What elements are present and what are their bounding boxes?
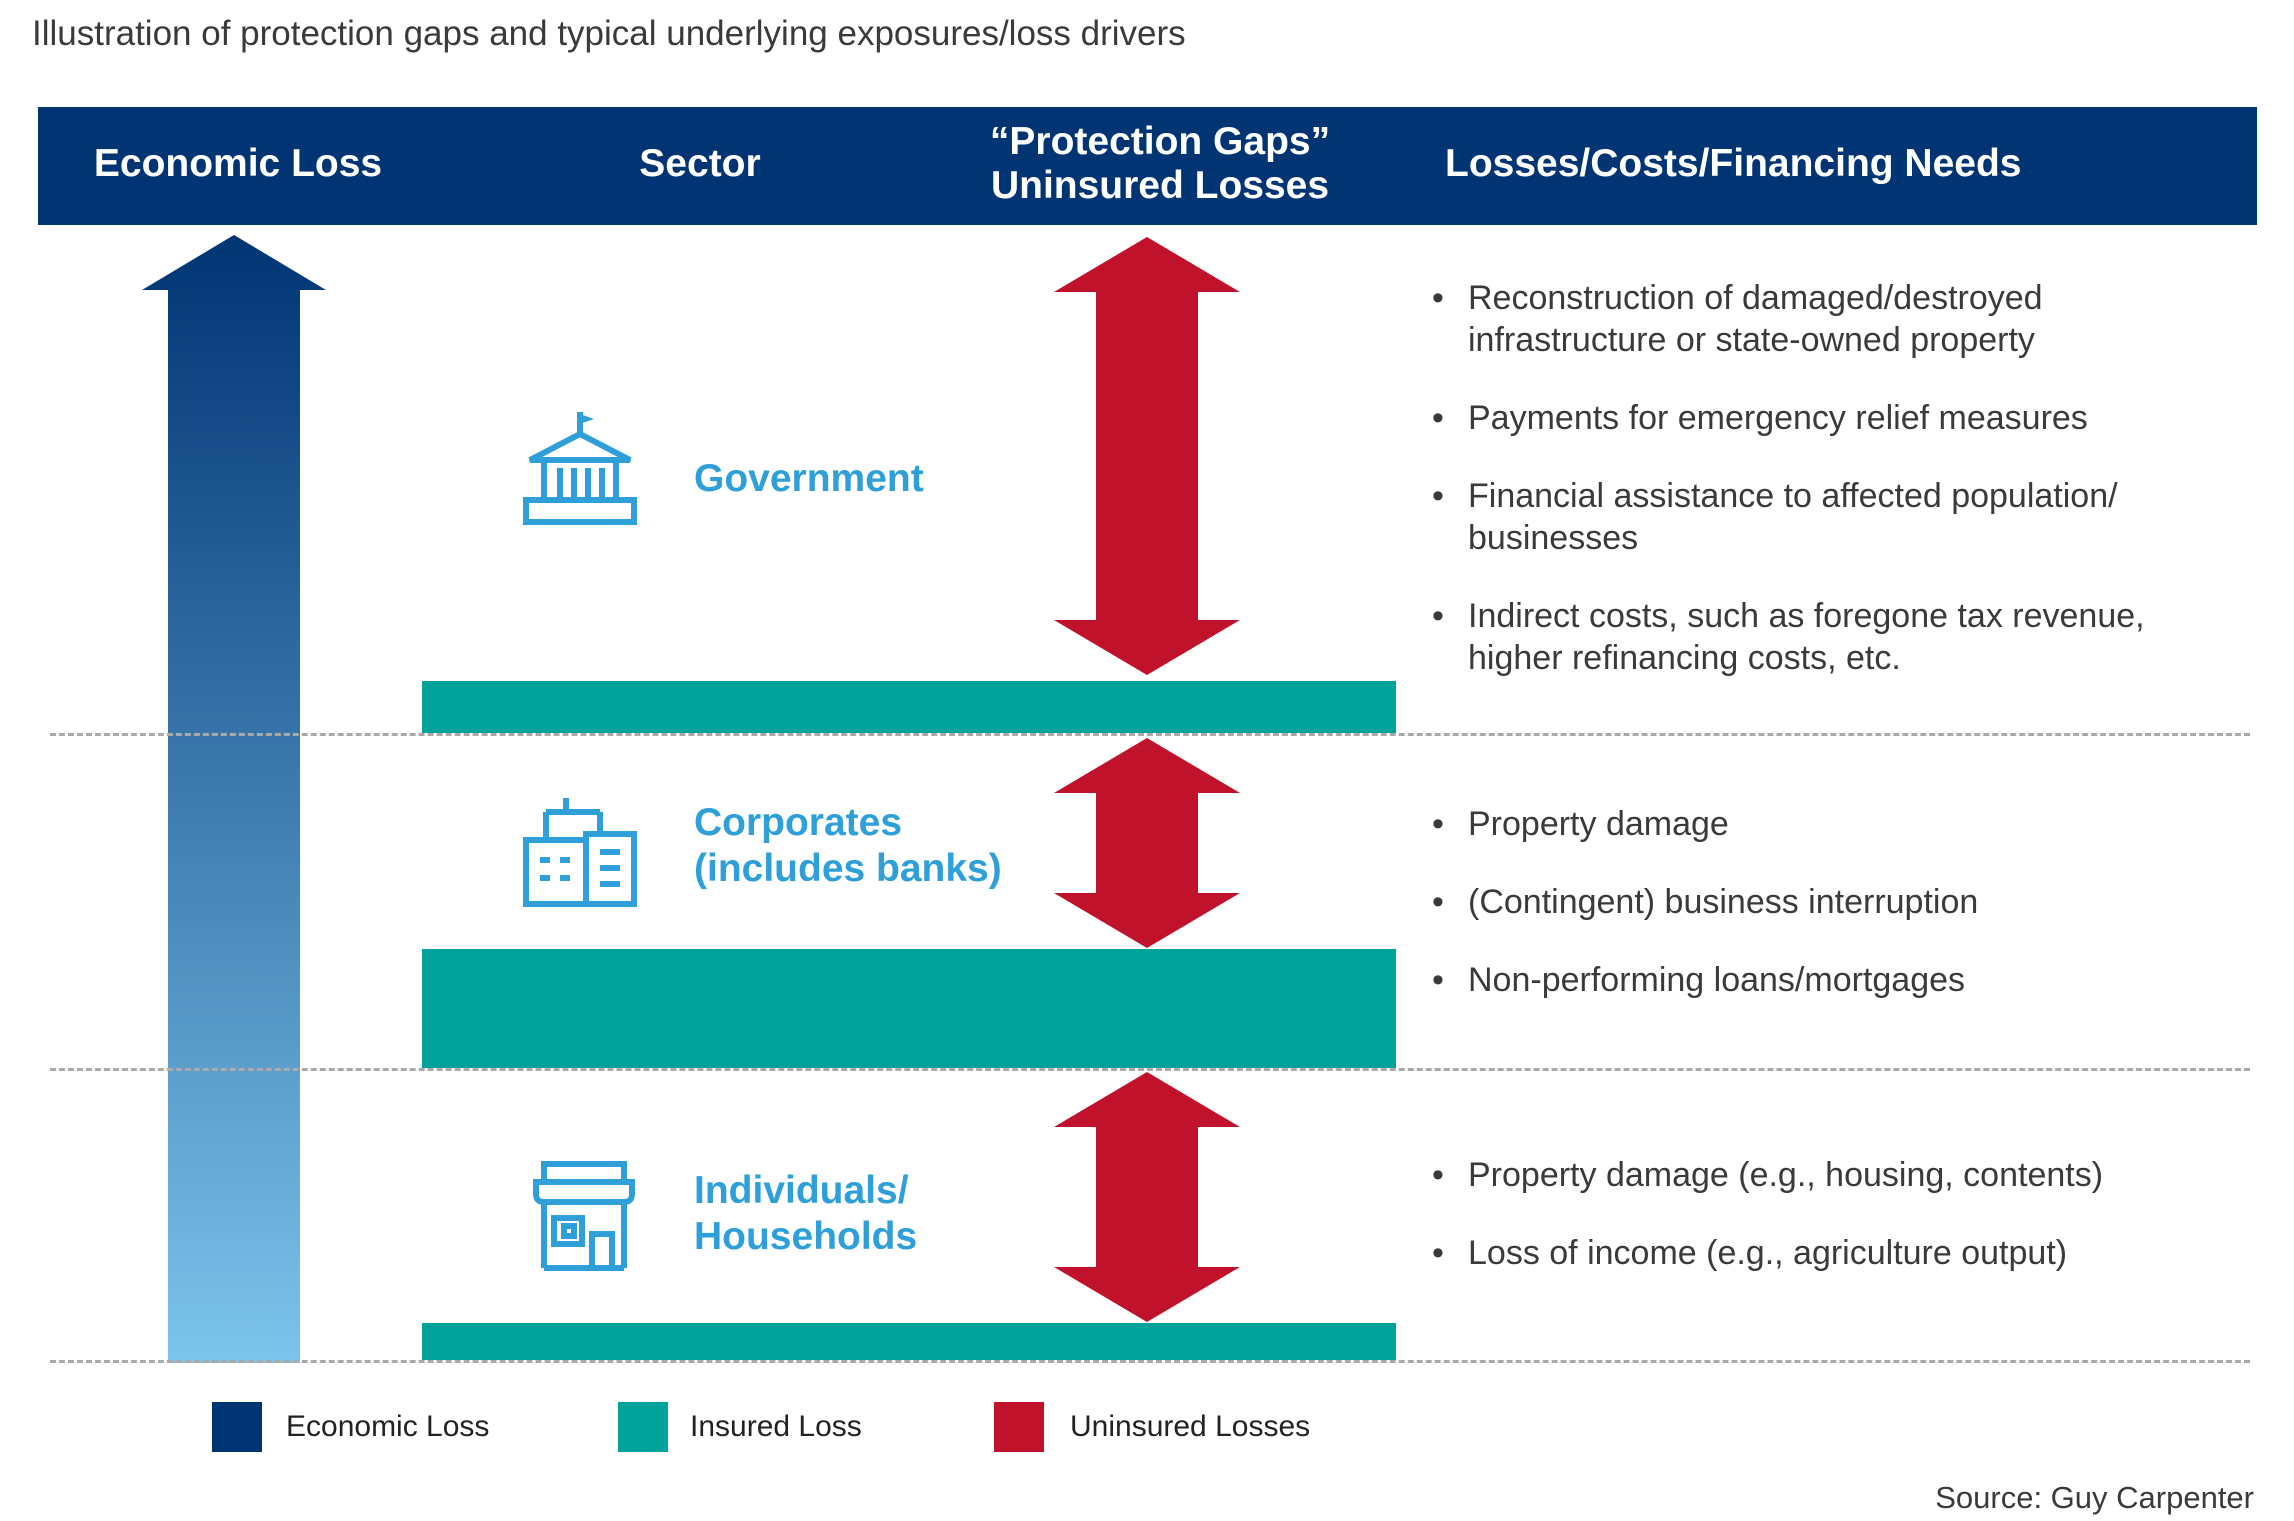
header-sector: Sector [639, 142, 761, 185]
bullet-item: Non-performing loans/mortgages [1432, 959, 1978, 1001]
source-note: Source: Guy Carpenter [1935, 1480, 2254, 1515]
sector-label-line1: Individuals/ [694, 1169, 909, 1212]
house-shop-icon [533, 1161, 635, 1271]
header-bar [38, 107, 2257, 225]
bullet-item: Payments for emergency relief measures [1432, 397, 2145, 439]
sector-label-households: Individuals/ Households [694, 1168, 917, 1260]
legend-label-uninsured-losses: Uninsured Losses [1070, 1410, 1311, 1443]
insured-loss-bar-households [422, 1323, 1396, 1360]
legend-swatch-uninsured-losses [994, 1402, 1044, 1452]
bullet-item: Property damage (e.g., housing, contents… [1432, 1154, 2103, 1196]
insured-loss-bar-government [422, 681, 1396, 733]
bullet-line: higher refinancing costs, etc. [1468, 639, 1901, 677]
sector-label-corporates: Corporates (includes banks) [694, 800, 1002, 892]
bullet-item: Financial assistance to affected populat… [1432, 475, 2145, 559]
bullet-item: Indirect costs, such as foregone tax rev… [1432, 595, 2145, 679]
uninsured-loss-arrow-corporates [1054, 738, 1240, 948]
bullet-item: Reconstruction of damaged/destroyed infr… [1432, 277, 2145, 361]
bullets-government: Reconstruction of damaged/destroyed infr… [1432, 277, 2145, 679]
figure-title: Illustration of protection gaps and typi… [32, 14, 1186, 53]
government-building-icon [523, 412, 637, 525]
bullets-households: Property damage (e.g., housing, contents… [1432, 1154, 2103, 1274]
bullet-line: Reconstruction of damaged/destroyed [1468, 279, 2043, 317]
bullet-line: (Contingent) business interruption [1468, 883, 1979, 921]
legend-label-insured-loss: Insured Loss [690, 1410, 862, 1443]
bullet-line: businesses [1468, 519, 1639, 557]
divider-households [50, 1360, 2250, 1363]
header-protection-gaps-line2: Uninsured Losses [990, 164, 1330, 207]
bullet-line: infrastructure or state-owned property [1468, 321, 2035, 359]
header-economic-loss: Economic Loss [93, 142, 383, 185]
bullet-line: Indirect costs, such as foregone tax rev… [1468, 597, 2145, 635]
header-protection-gaps: “Protection Gaps” Uninsured Losses [950, 120, 1370, 208]
bullet-line: Non-performing loans/mortgages [1468, 961, 1966, 999]
sector-label-government: Government [694, 456, 924, 502]
legend-swatch-insured-loss [618, 1402, 668, 1452]
header-losses-costs: Losses/Costs/Financing Needs [1445, 142, 2022, 185]
uninsured-loss-arrow-government [1054, 237, 1240, 675]
corporate-buildings-icon [523, 798, 637, 907]
insured-loss-bar-corporates [422, 949, 1396, 1068]
bullet-line: Financial assistance to affected populat… [1468, 477, 2118, 515]
bullet-item: (Contingent) business interruption [1432, 881, 1978, 923]
bullet-line: Payments for emergency relief measures [1468, 399, 2088, 437]
bullet-item: Loss of income (e.g., agriculture output… [1432, 1232, 2103, 1274]
uninsured-loss-arrow-households [1054, 1072, 1240, 1322]
header-protection-gaps-line1: “Protection Gaps” [989, 120, 1331, 163]
sector-label-line2: (includes banks) [694, 847, 1002, 890]
legend-swatch-economic-loss [212, 1402, 262, 1452]
bullet-line: Property damage [1468, 805, 1729, 843]
bullets-corporates: Property damage (Contingent) business in… [1432, 803, 1978, 1001]
bullet-line: Property damage (e.g., housing, contents… [1468, 1156, 2104, 1194]
sector-label-line1: Corporates [694, 801, 903, 844]
economic-loss-arrow [142, 235, 326, 1363]
bullet-line: Loss of income (e.g., agriculture output… [1468, 1234, 2068, 1272]
bullet-item: Property damage [1432, 803, 1978, 845]
sector-label-line1: Government [694, 457, 924, 500]
divider-corporates [50, 1068, 2250, 1071]
legend-label-economic-loss: Economic Loss [286, 1410, 490, 1443]
divider-government [50, 733, 2250, 736]
sector-label-line2: Households [694, 1215, 918, 1258]
